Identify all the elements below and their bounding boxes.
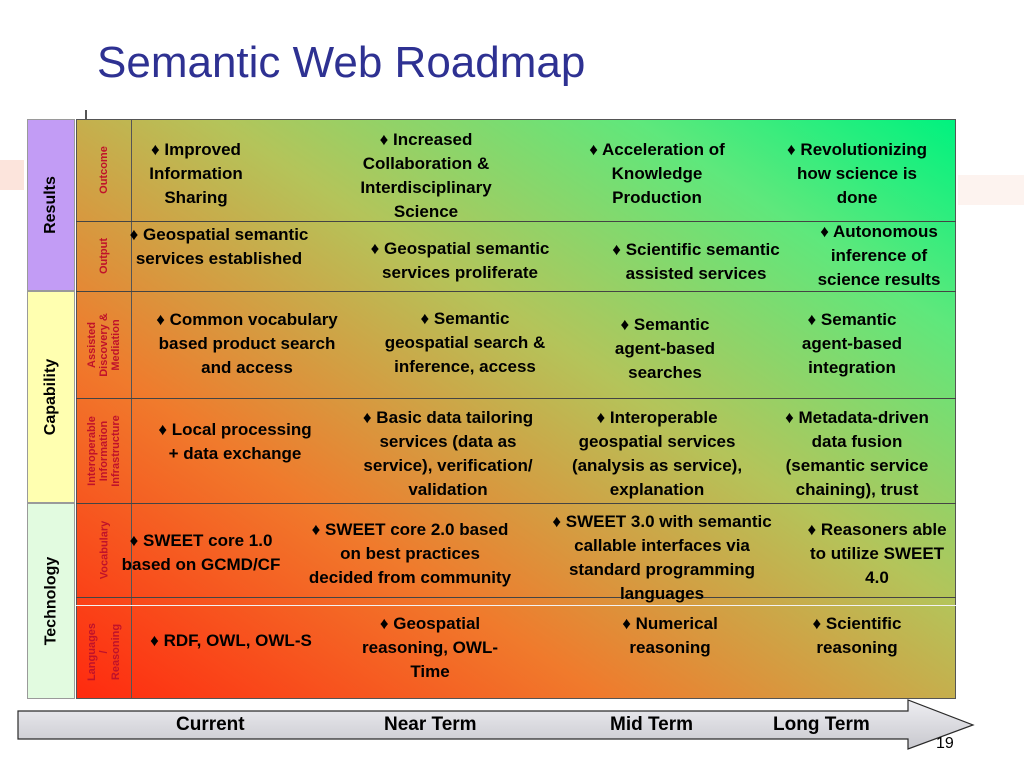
category-results-label: Results: [42, 176, 60, 234]
row-divider-vocabulary-languages-light: [76, 605, 956, 606]
decorative-block-right: [958, 175, 1024, 205]
row-divider-results-capability: [76, 291, 956, 292]
subcategory-assisted-line-3: Mediation: [110, 318, 122, 371]
cell-interoperable-current: ♦ Local processing+ data exchange: [158, 420, 312, 463]
timeline-arrow: [17, 699, 975, 750]
subcategory-divider: [131, 119, 132, 699]
row-divider-assisted-interoperable: [76, 398, 956, 399]
category-capability: Capability: [27, 291, 75, 503]
category-technology-label: Technology: [42, 556, 59, 646]
timeline-long-term: Long Term: [773, 714, 870, 735]
subcategory-assisted: Assisted Discovery & Mediation: [78, 293, 130, 396]
page-title: Semantic Web Roadmap: [97, 38, 586, 87]
timeline-current: Current: [176, 714, 245, 735]
subcategory-assisted-line-2: Discovery &: [98, 312, 110, 377]
decorative-block-left: [0, 160, 24, 190]
subcategory-interoperable-line-2: Information: [98, 420, 110, 481]
subcategory-languages-line-1: Languages: [86, 622, 99, 682]
roadmap-grid: [76, 119, 956, 699]
title-tick-mark: [85, 110, 87, 120]
category-results: Results: [27, 119, 75, 291]
timeline-near-term: Near Term: [384, 714, 477, 735]
subcategory-languages-line-2: /: [98, 650, 111, 654]
cell-languages-current: ♦ RDF, OWL, OWL-S: [150, 631, 312, 650]
row-divider-capability-technology: [76, 503, 956, 504]
subcategory-interoperable-line-1: Interoperable: [86, 415, 98, 486]
category-technology: Technology: [27, 503, 75, 699]
row-divider-vocabulary-languages: [76, 597, 956, 598]
row-divider-outcome-output: [76, 221, 956, 222]
category-capability-label: Capability: [42, 358, 59, 436]
page-number: 19: [936, 735, 954, 752]
timeline-mid-term: Mid Term: [610, 714, 694, 735]
subcategory-assisted-line-1: Assisted: [86, 321, 98, 368]
